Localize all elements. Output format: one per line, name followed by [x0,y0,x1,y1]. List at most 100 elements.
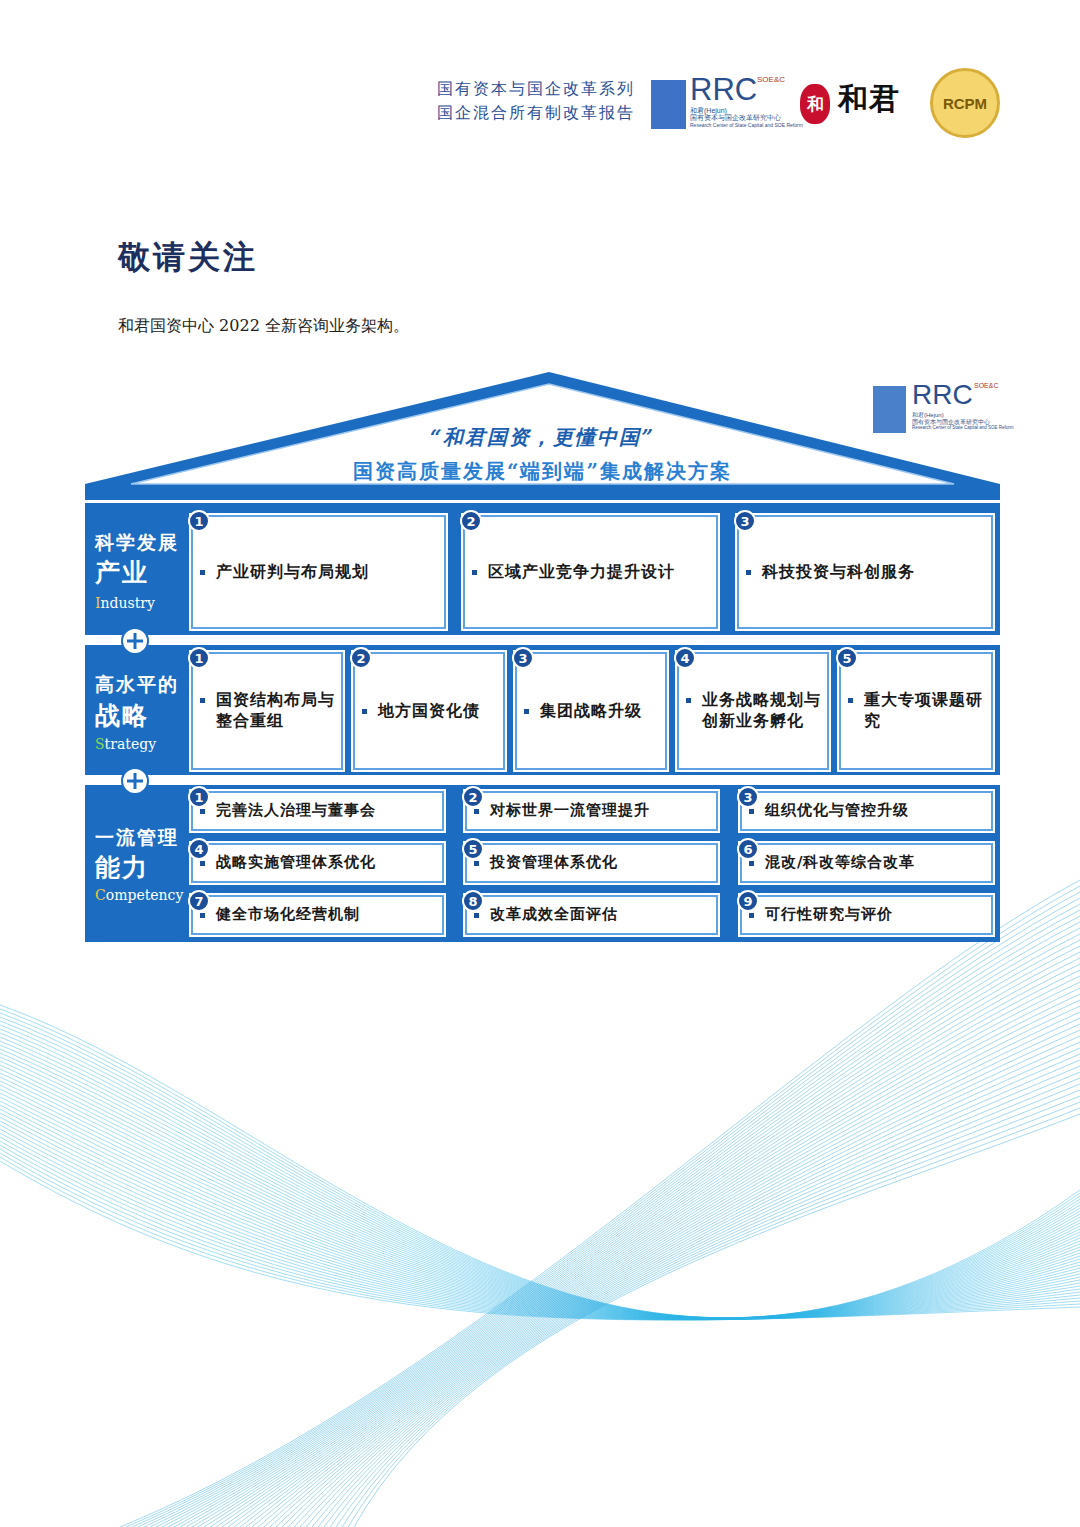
logo-text: 和君 [838,84,900,114]
bullet-line: 产业研判与布局规划 [200,562,369,583]
service-text: 投资管理体系优化 [490,853,618,873]
wave-line [0,1117,1080,1319]
wave-line [288,1048,1080,1527]
wave-line [0,1005,1080,1318]
wave-line [0,1085,1080,1319]
wave-line [330,1090,1080,1527]
category-english: Industry [95,595,155,611]
wave-line [0,1161,1080,1320]
logo-text: 国有资本与国企改革研究中心 [912,419,990,425]
logo-square [873,386,906,433]
wave-line [294,1054,1080,1527]
service-text: 国资结构布局与整合重组 [216,690,337,732]
bullet-line: 业务战略规划与创新业务孵化 [686,690,823,732]
wave-line [282,1042,1080,1527]
wave-line [174,934,1080,1527]
bullet-square [474,861,479,866]
wave-line [138,898,1080,1527]
bullet-line: 地方国资化债 [362,701,480,722]
service-box: 4 业务战略规划与创新业务孵化 [675,650,831,772]
wave-line [222,982,1080,1527]
callout-number: 5 [462,838,484,860]
callout-number: 7 [188,890,210,912]
service-text: 科技投资与科创服务 [762,562,915,583]
logo-text: RRC [690,74,757,105]
wave-line [156,916,1080,1527]
bullet-square [524,709,529,714]
wave-line [336,1096,1080,1527]
service-text: 产业研判与布局规划 [216,562,369,583]
wave-line [120,880,1080,1527]
logo-text: Research Center of State Capital and SOE… [690,123,803,128]
bullet-square [749,861,754,866]
category-band: 一流管理能力Competency1完善法人治理与董事会2对标世界一流管理提升3组… [85,785,1000,942]
bullet-square [474,809,479,814]
service-box: 1 国资结构布局与整合重组 [189,650,345,772]
bullet-line: 混改/科改等综合改革 [749,853,915,873]
wave-line [0,1049,1080,1318]
wave-line [132,892,1080,1527]
bullet-square [746,570,751,575]
wave-line [246,1006,1080,1527]
bullet-line: 战略实施管理体系优化 [200,853,376,873]
bullet-square [200,570,205,575]
service-box: 2 对标世界一流管理提升 [463,789,720,833]
wave-line [162,922,1080,1527]
service-box: 4战略实施管理体系优化 [189,841,446,885]
wave-line [324,1084,1080,1527]
callout-number: 6 [737,838,759,860]
series-name: 国企混合所有制改革报告 [437,105,635,121]
wave-line [0,1009,1080,1318]
bullet-square [686,698,691,703]
callout-number: 2 [460,510,482,532]
wave-line [0,1105,1080,1319]
service-text: 改革成效全面评估 [490,905,618,925]
bullet-square [474,913,479,918]
logo-mark: RCPM [930,68,1000,138]
wave-line [276,1036,1080,1527]
bullet-line: 完善法人治理与董事会 [200,801,376,821]
wave-line [180,940,1080,1527]
bullet-square [472,570,477,575]
bullet-square [749,913,754,918]
bullet-square [749,809,754,814]
bullet-square [200,809,205,814]
service-text: 战略实施管理体系优化 [216,853,376,873]
category-english: Competency [95,887,183,903]
wave-line [0,1037,1080,1318]
service-text: 重大专项课题研究 [864,690,987,732]
wave-line [0,1073,1080,1319]
wave-line [0,1129,1080,1319]
wave-line [186,946,1080,1527]
callout-number: 5 [836,647,858,669]
wave-line [348,1108,1080,1527]
wave-line [0,1141,1080,1320]
service-box: 5 投资管理体系优化 [463,841,720,885]
wave-line [210,970,1080,1527]
wave-line [0,1013,1080,1318]
service-box: 9可行性研究与评价 [738,893,995,937]
callout-number: 1 [188,786,210,808]
wave-line [240,1000,1080,1527]
service-box: 2 区域产业竞争力提升设计 [461,513,720,631]
callout-number: 1 [188,647,210,669]
bullet-line: 集团战略升级 [524,701,642,722]
service-text: 健全市场化经营机制 [216,905,360,925]
slogan: “和君国资，更懂中国” [85,424,1000,451]
service-text: 对标世界一流管理提升 [490,801,650,821]
intro-text: 和君国资中心 2022 全新咨询业务架构。 [118,318,409,334]
category-band: 科学发展产业Industry1产业研判与布局规划2区域产业竞争力提升设计3科技投… [85,503,1000,635]
bullet-square [200,861,205,866]
service-box: 2地方国资化债 [351,650,507,772]
bullet-line: 可行性研究与评价 [749,905,893,925]
service-text: 业务战略规划与创新业务孵化 [702,690,823,732]
logo-text: 国有资本与国企改革研究中心 [690,115,781,122]
series-name: 国有资本与国企改革系列 [437,81,635,97]
wave-line [144,904,1080,1527]
callout-number: 4 [674,647,696,669]
roof-outline [85,372,1000,500]
callout-number: 2 [462,786,484,808]
service-box: 1完善法人治理与董事会 [189,789,446,833]
bullet-line: 区域产业竞争力提升设计 [472,562,675,583]
wave-line [312,1072,1080,1527]
